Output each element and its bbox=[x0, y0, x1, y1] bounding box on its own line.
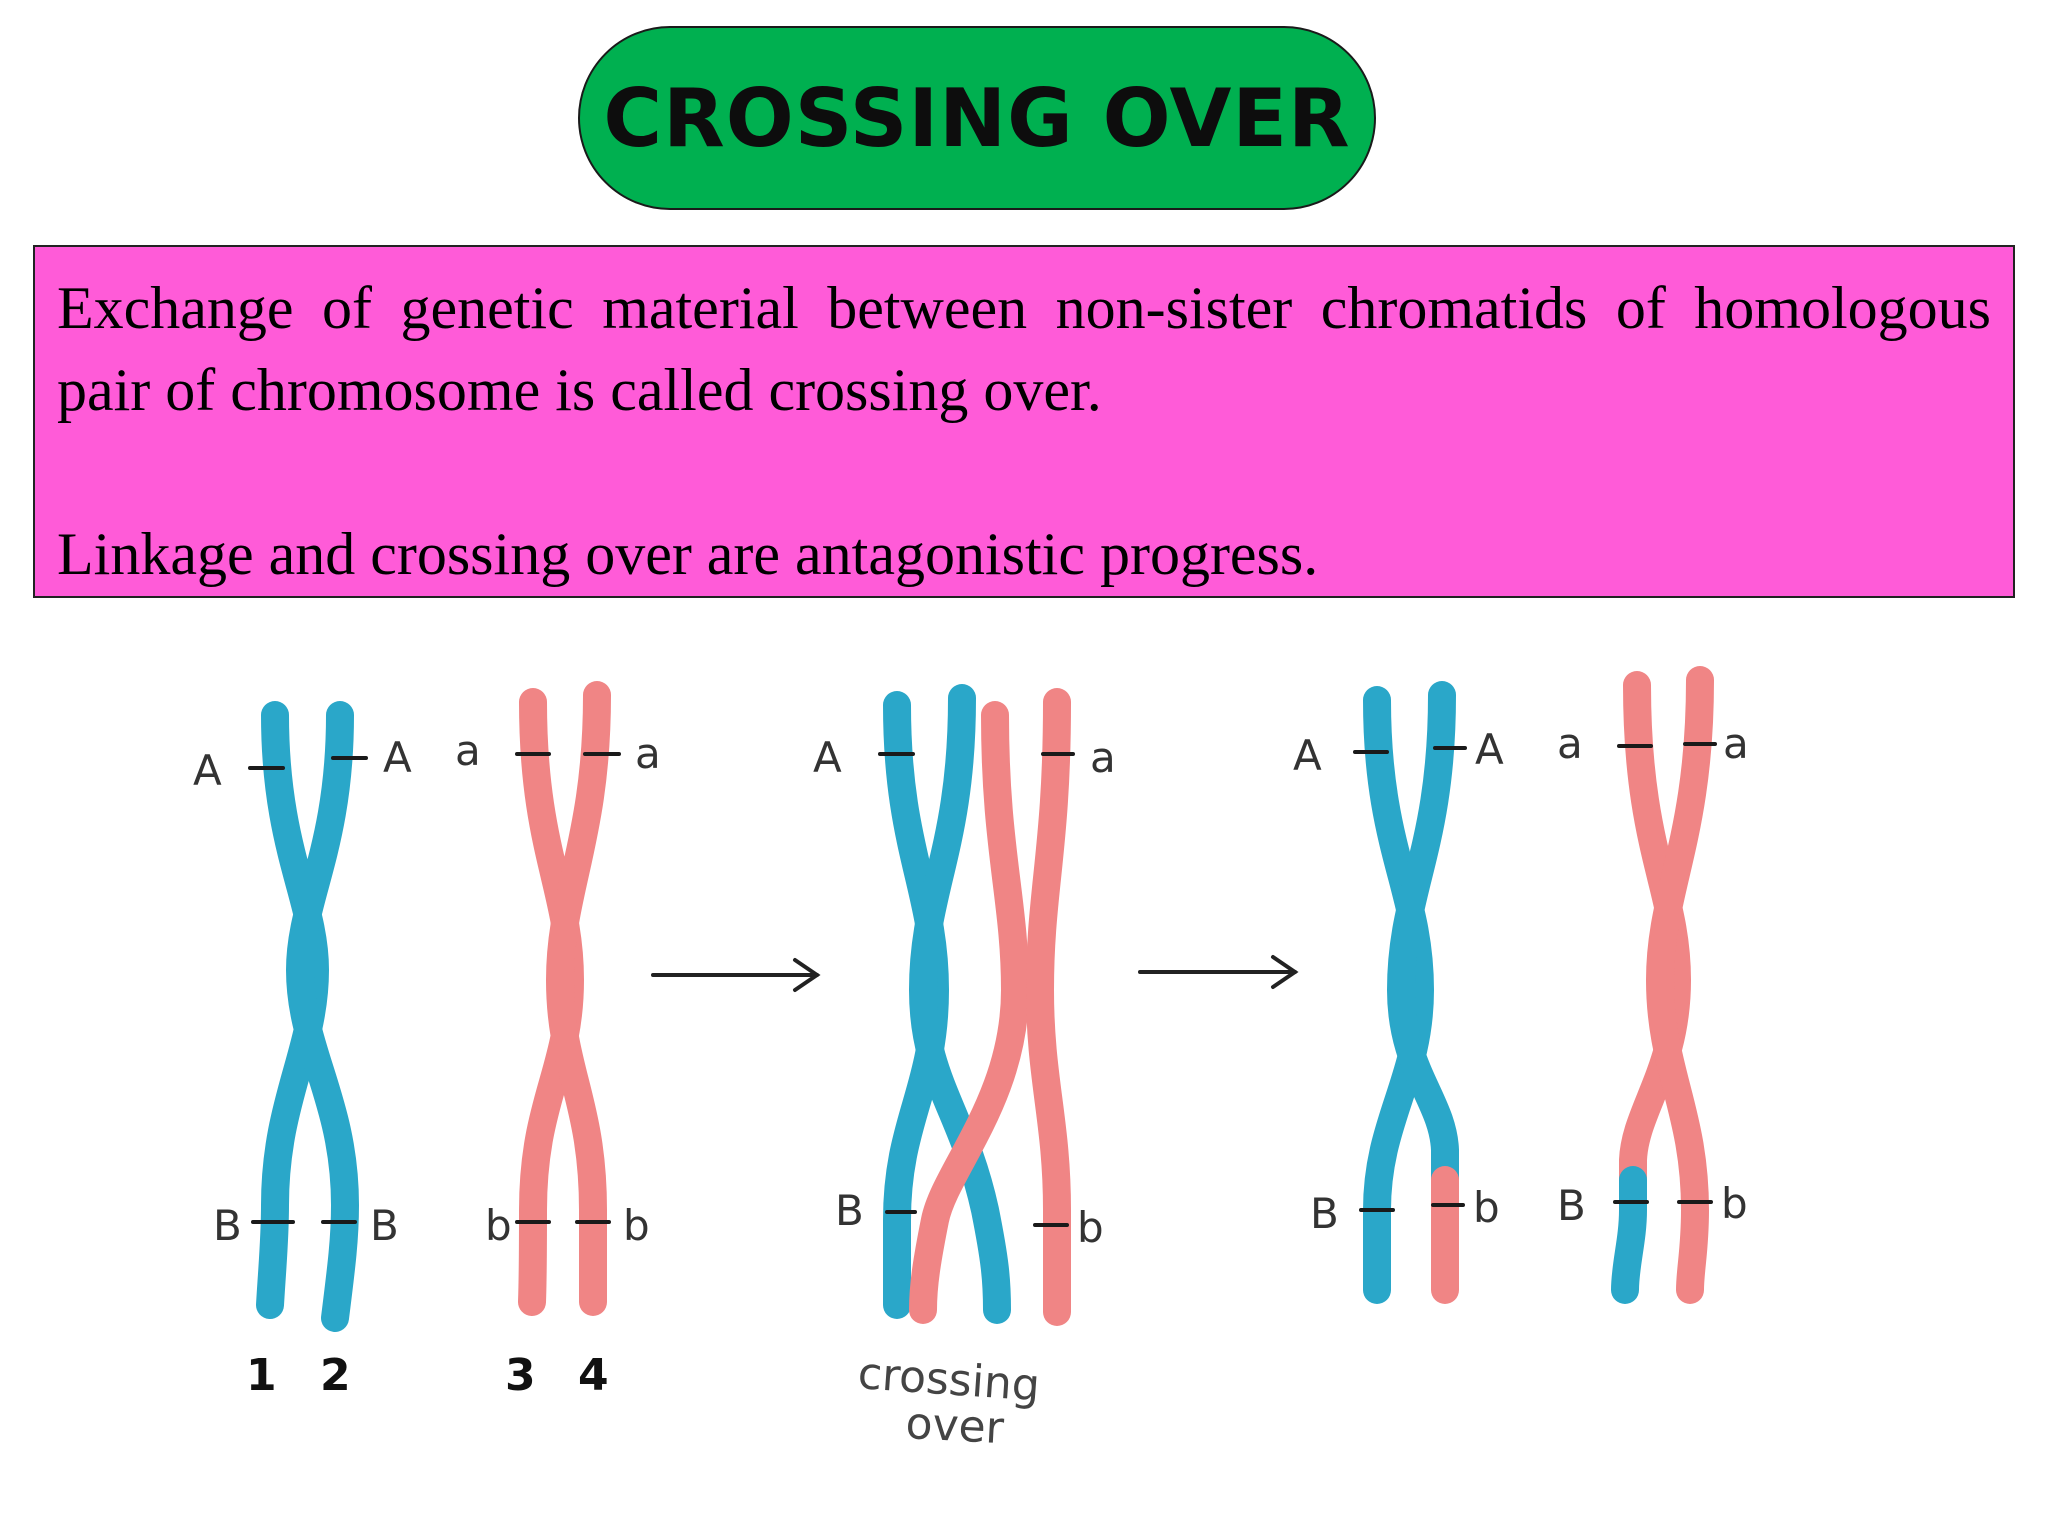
allele-label-a: a bbox=[1557, 719, 1583, 768]
title-banner: CROSSING OVER bbox=[578, 26, 1376, 210]
allele-label-a: a bbox=[1723, 719, 1749, 768]
arrow-right-icon bbox=[651, 958, 821, 992]
chromatid-4 bbox=[545, 681, 611, 1316]
chromatid-3-result-blue bbox=[1611, 1166, 1647, 1304]
crossing-over-diagram: A A a a B B b b A a B b A A a a B b B b … bbox=[145, 650, 1785, 1485]
allele-label-b: b bbox=[1077, 1203, 1104, 1252]
allele-label-A: A bbox=[193, 746, 222, 795]
allele-label-B: B bbox=[1557, 1181, 1586, 1230]
allele-label-b: b bbox=[1473, 1183, 1500, 1232]
chromatid-2-crossing bbox=[908, 684, 1011, 1324]
chromatid-number-1: 1 bbox=[246, 1350, 277, 1401]
chromatid-4-crossing bbox=[1025, 688, 1071, 1326]
chromatid-2 bbox=[285, 701, 360, 1332]
caption-crossing: crossing bbox=[856, 1348, 1041, 1412]
caption-over: over bbox=[904, 1398, 1006, 1454]
chromatid-number-4: 4 bbox=[578, 1350, 609, 1401]
allele-label-A: A bbox=[1475, 725, 1504, 774]
allele-label-B: B bbox=[1310, 1189, 1339, 1238]
chromatid-3-crossing bbox=[909, 701, 1030, 1324]
allele-label-A: A bbox=[383, 733, 412, 782]
allele-label-A: A bbox=[1293, 731, 1322, 780]
allele-label-B: B bbox=[835, 1186, 864, 1235]
chromatid-2-result-blue bbox=[1386, 681, 1459, 1194]
allele-label-a: a bbox=[455, 726, 481, 775]
page-title: CROSSING OVER bbox=[603, 71, 1351, 165]
allele-label-b: b bbox=[485, 1201, 512, 1250]
allele-label-A: A bbox=[813, 733, 842, 782]
definition-text: Exchange of genetic material between non… bbox=[57, 275, 1991, 423]
allele-label-B: B bbox=[213, 1201, 242, 1250]
allele-label-b: b bbox=[623, 1201, 650, 1250]
definition-box: Exchange of genetic material between non… bbox=[33, 245, 2015, 598]
allele-label-b: b bbox=[1721, 1179, 1748, 1228]
chromatid-number-3: 3 bbox=[505, 1350, 536, 1401]
chromatid-number-2: 2 bbox=[320, 1350, 351, 1401]
diagram-canvas: A A a a B B b b A a B b A A a a B b B b … bbox=[193, 666, 1749, 1454]
locus-marks bbox=[248, 742, 1717, 1227]
arrow-right-icon bbox=[1138, 955, 1299, 989]
chromatid-4-result bbox=[1645, 666, 1714, 1304]
allele-label-B: B bbox=[370, 1201, 399, 1250]
allele-label-a: a bbox=[635, 729, 661, 778]
antagonism-note: Linkage and crossing over are antagonist… bbox=[57, 521, 1319, 587]
allele-label-a: a bbox=[1090, 733, 1116, 782]
chromatid-3-result-pink bbox=[1619, 671, 1692, 1194]
